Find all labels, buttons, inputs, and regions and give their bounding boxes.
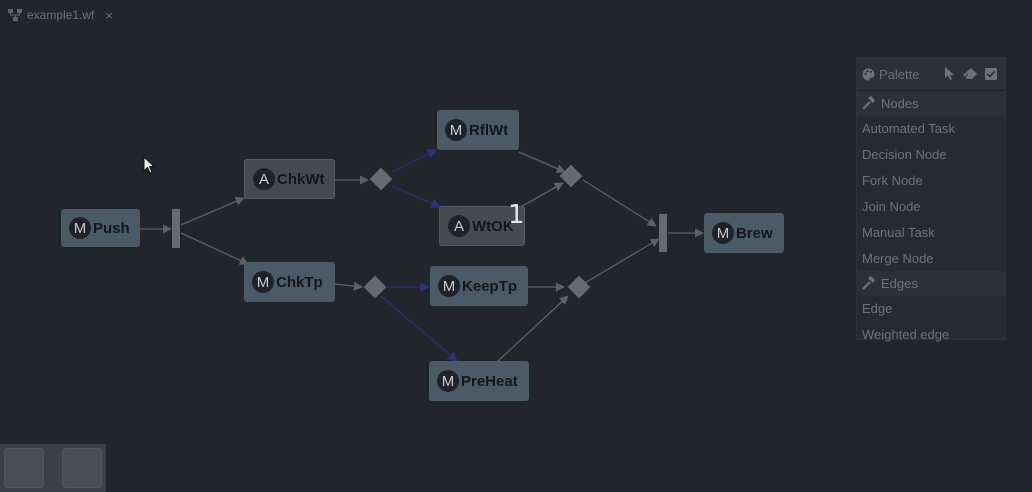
- task-label: ChkWt: [277, 170, 325, 188]
- task-node-brew[interactable]: M Brew: [704, 213, 784, 253]
- zoom-out-button[interactable]: [4, 448, 44, 488]
- manual-task-badge: M: [69, 217, 91, 239]
- palette-item-merge-node[interactable]: Merge Node: [857, 245, 1005, 271]
- palette-item-join-node[interactable]: Join Node: [857, 193, 1005, 219]
- manual-task-badge: M: [252, 271, 274, 293]
- tab-close-button[interactable]: ×: [105, 7, 113, 23]
- zoom-in-button[interactable]: [62, 448, 102, 488]
- edge: [180, 197, 245, 226]
- task-node-chktp[interactable]: M ChkTp: [244, 262, 335, 302]
- palette-item-manual-task[interactable]: Manual Task: [857, 219, 1005, 245]
- mouse-cursor-icon: [143, 156, 155, 174]
- merge-node: [567, 275, 591, 299]
- task-node-rflwt[interactable]: M RflWt: [437, 110, 519, 150]
- palette-group-edges[interactable]: Edges: [857, 271, 1005, 295]
- editor-tab[interactable]: example1.wf ×: [0, 0, 128, 30]
- edge: [180, 232, 249, 265]
- edge: [582, 179, 657, 227]
- tab-title: example1.wf: [27, 8, 95, 22]
- palette-item-fork-node[interactable]: Fork Node: [857, 167, 1005, 193]
- edge: [518, 151, 566, 173]
- weighted-edge: [380, 295, 458, 362]
- task-label: RflWt: [469, 121, 509, 139]
- palette-group-label: Nodes: [881, 95, 919, 111]
- task-label: ChkTp: [276, 273, 323, 291]
- task-node-keeptp[interactable]: M KeepTp: [430, 266, 528, 306]
- palette-item-automated-task[interactable]: Automated Task: [857, 115, 1005, 141]
- edge: [518, 182, 564, 209]
- edge-weight-label: 1: [508, 200, 525, 230]
- diagram-canvas[interactable]: M Push A ChkWt M ChkTp M RflWt A WtOK M …: [0, 30, 1032, 492]
- weighted-edge: [391, 149, 437, 173]
- edge: [334, 281, 363, 291]
- eraser-tool-icon[interactable]: [963, 68, 977, 80]
- task-label: Brew: [736, 224, 773, 242]
- tool-palette: Palette Nodes Automated Task Decision No…: [856, 57, 1006, 342]
- task-node-chkwt[interactable]: A ChkWt: [244, 159, 335, 199]
- task-node-wtok[interactable]: A WtOK: [439, 206, 525, 246]
- edge: [497, 295, 569, 362]
- hammer-icon: [862, 276, 875, 290]
- task-label: PreHeat: [461, 372, 518, 390]
- palette-header: Palette: [857, 58, 1005, 91]
- palette-title: Palette: [879, 66, 920, 82]
- diagram-edges: [140, 149, 704, 362]
- zoom-controls: [0, 444, 106, 492]
- palette-item-edge[interactable]: Edge: [857, 295, 1005, 321]
- automated-task-badge: A: [448, 215, 470, 237]
- decision-node: [363, 275, 387, 299]
- manual-task-badge: M: [437, 370, 459, 392]
- task-node-preheat[interactable]: M PreHeat: [429, 361, 529, 401]
- merge-node: [559, 164, 583, 188]
- automated-task-badge: A: [253, 168, 275, 190]
- join-node: [659, 214, 667, 252]
- hammer-icon: [862, 96, 875, 110]
- pointer-tool-icon[interactable]: [945, 67, 955, 81]
- manual-task-badge: M: [712, 222, 734, 244]
- task-node-push[interactable]: M Push: [61, 209, 140, 247]
- weighted-edge: [391, 185, 441, 208]
- manual-task-badge: M: [445, 119, 467, 141]
- task-label: WtOK: [472, 217, 514, 235]
- fork-node: [172, 209, 180, 248]
- edge: [582, 238, 660, 285]
- palette-group-nodes[interactable]: Nodes: [857, 91, 1005, 115]
- task-label: Push: [93, 219, 130, 237]
- decision-node: [369, 167, 393, 191]
- palette-icon: [862, 67, 875, 80]
- manual-task-badge: M: [438, 275, 460, 297]
- palette-group-label: Edges: [881, 275, 918, 291]
- palette-item-weighted-edge[interactable]: Weighted edge: [857, 321, 1005, 347]
- task-label: KeepTp: [462, 277, 518, 295]
- validate-checkbox-icon[interactable]: [985, 68, 997, 80]
- workflow-file-icon: [8, 9, 22, 21]
- palette-item-decision-node[interactable]: Decision Node: [857, 141, 1005, 167]
